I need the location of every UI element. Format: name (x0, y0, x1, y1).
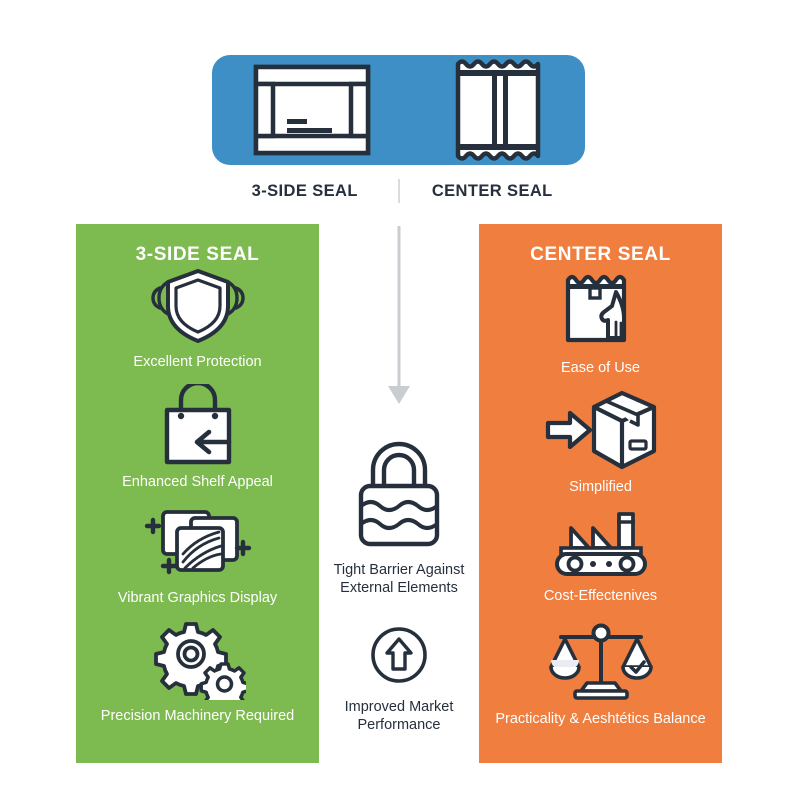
panel-right-title: CENTER SEAL (530, 244, 671, 265)
panel-three-side-seal: 3-SIDE SEAL Excellent Protection (76, 224, 319, 763)
feature-ease-of-use: Ease of Use (479, 266, 722, 377)
photo-stack-icon (139, 504, 257, 582)
down-arrow-connector (379, 226, 419, 411)
up-arrow-circle-icon (369, 625, 429, 690)
shopping-bag-icon (155, 384, 241, 466)
feature-label: Cost-Effectenives (543, 588, 658, 604)
feature-simplified: Simplified (479, 389, 722, 496)
feature-vibrant-graphics-display: Vibrant Graphics Display (76, 504, 319, 607)
feature-cost-effectiveness: Cost-Effectenives (479, 508, 722, 605)
feature-enhanced-shelf-appeal: Enhanced Shelf Appeal (76, 384, 319, 491)
balance-scale-icon (548, 617, 653, 703)
center-item-improved-market-performance: Improved Market Performance (319, 625, 479, 734)
center-item-tight-barrier: Tight Barrier Against External Elements (319, 438, 479, 597)
shield-icon (146, 266, 250, 346)
feature-label: Excellent Protection (133, 354, 262, 370)
center-item-label: Improved Market Performance (344, 699, 454, 733)
center-column: Tight Barrier Against External Elements … (319, 224, 479, 764)
pouch-hand-icon (556, 266, 646, 352)
caption-divider (397, 179, 400, 203)
center-seal-pouch-icon (452, 54, 544, 166)
banner-captions: 3-SIDE SEAL CENTER SEAL (212, 178, 585, 204)
center-item-label: Tight Barrier Against External Elements (333, 562, 465, 596)
feature-label: Simplified (569, 479, 632, 495)
feature-precision-machinery-required: Precision Machinery Required (76, 620, 319, 725)
feature-label: Vibrant Graphics Display (117, 590, 278, 606)
feature-label: Practicality & Aeshtétics Balance (495, 711, 706, 727)
three-side-seal-pouch-icon (253, 64, 371, 156)
feature-label: Precision Machinery Required (100, 708, 295, 724)
feature-practicality-aesthetics-balance: Practicality & Aeshtétics Balance (479, 617, 722, 728)
caption-center-seal: CENTER SEAL (431, 181, 553, 200)
feature-excellent-protection: Excellent Protection (76, 266, 319, 371)
comparison-banner (212, 55, 585, 165)
caption-three-side-seal: 3-SIDE SEAL (251, 181, 358, 200)
gears-icon (150, 620, 246, 700)
factory-icon (549, 508, 653, 580)
padlock-icon (351, 438, 447, 553)
feature-label: Ease of Use (561, 360, 640, 376)
arrow-box-icon (542, 389, 660, 471)
feature-label: Enhanced Shelf Appeal (122, 474, 273, 490)
panel-center-seal: CENTER SEAL Ease of Use (479, 224, 722, 763)
panel-left-title: 3-SIDE SEAL (135, 244, 260, 265)
